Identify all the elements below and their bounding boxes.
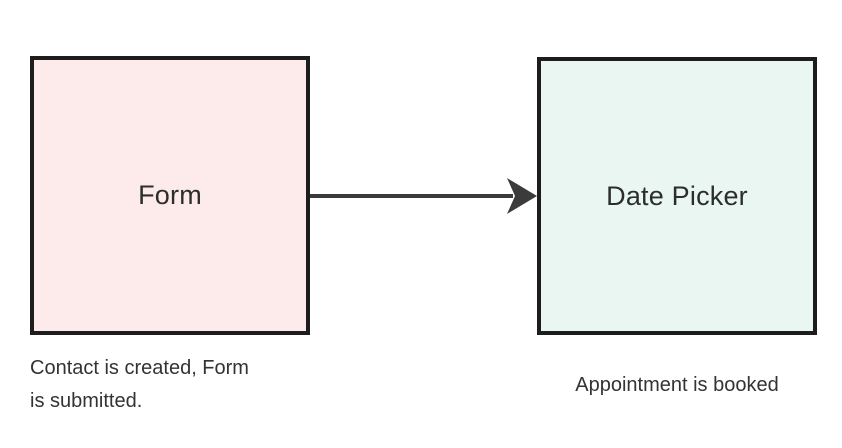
- connector-arrow[interactable]: [310, 176, 540, 216]
- arrowhead-icon: [507, 178, 537, 214]
- caption-form: Contact is created, Form is submitted.: [30, 352, 320, 418]
- caption-date-picker: Appointment is booked: [537, 369, 817, 402]
- flow-node-form[interactable]: Form: [30, 56, 310, 335]
- flow-node-date-picker-label: Date Picker: [606, 180, 748, 211]
- flow-node-date-picker[interactable]: Date Picker: [537, 57, 817, 335]
- caption-form-line-2: is submitted.: [30, 390, 143, 412]
- caption-form-line-1: Contact is created, Form: [30, 357, 249, 379]
- caption-date-picker-line-1: Appointment is booked: [575, 374, 779, 396]
- flow-node-form-label: Form: [138, 180, 202, 210]
